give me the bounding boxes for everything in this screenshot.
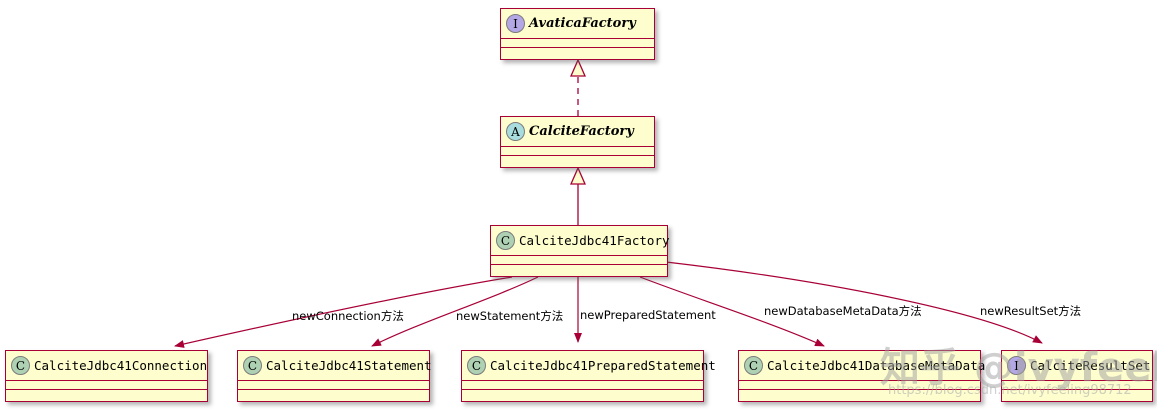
class-stereotype-icon: C <box>243 356 262 375</box>
class-title-row: C CalciteJdbc41Connection <box>6 351 207 381</box>
class-name: AvaticaFactory <box>529 16 636 31</box>
class-title-row: A CalciteFactory <box>501 117 654 147</box>
attributes-compartment <box>501 39 654 48</box>
operations-compartment <box>1002 390 1152 399</box>
class-name: CalciteJdbc41PreparedStatement <box>490 358 716 373</box>
class-box-calcite-jdbc41-factory[interactable]: C CalciteJdbc41Factory <box>490 225 670 277</box>
class-box-calcite-result-set[interactable]: I CalciteResultSet <box>1001 350 1153 402</box>
class-name: CalciteResultSet <box>1030 358 1151 373</box>
interface-stereotype-icon: I <box>1007 356 1026 375</box>
attributes-compartment <box>491 256 667 265</box>
attributes-compartment <box>6 381 207 390</box>
abstract-stereotype-icon: A <box>506 122 525 141</box>
edge-label-new-result-set: newResultSet方法 <box>980 304 1082 318</box>
class-box-calcite-jdbc41-prepared-statement[interactable]: C CalciteJdbc41PreparedStatement <box>461 350 716 402</box>
edge-label-new-connection: newConnection方法 <box>292 309 404 323</box>
class-name: CalciteJdbc41Statement <box>266 358 432 373</box>
class-title-row: C CalciteJdbc41Factory <box>491 226 670 256</box>
class-stereotype-icon: C <box>467 356 486 375</box>
attributes-compartment <box>739 381 980 390</box>
attributes-compartment <box>462 381 703 390</box>
operations-compartment <box>739 390 980 399</box>
class-box-calcite-factory[interactable]: A CalciteFactory <box>500 116 655 168</box>
operations-compartment <box>238 390 429 399</box>
class-name: CalciteFactory <box>529 124 634 139</box>
class-stereotype-icon: C <box>496 231 515 250</box>
class-title-row: I AvaticaFactory <box>501 9 654 39</box>
operations-compartment <box>501 48 654 57</box>
class-box-calcite-jdbc41-connection[interactable]: C CalciteJdbc41Connection <box>5 350 208 402</box>
edge-label-new-database-metadata: newDatabaseMetaData方法 <box>764 304 922 318</box>
edge-label-new-prepared-statement: newPreparedStatement <box>580 308 716 322</box>
class-box-calcite-jdbc41-database-metadata[interactable]: C CalciteJdbc41DatabaseMetaData <box>738 350 985 402</box>
edge-label-new-statement: newStatement方法 <box>456 309 564 323</box>
class-name: CalciteJdbc41DatabaseMetaData <box>767 358 986 373</box>
edge-realization <box>570 58 586 116</box>
class-title-row: C CalciteJdbc41PreparedStatement <box>462 351 716 381</box>
attributes-compartment <box>238 381 429 390</box>
class-stereotype-icon: C <box>11 356 30 375</box>
class-box-avatica-factory[interactable]: I AvaticaFactory <box>500 8 655 60</box>
operations-compartment <box>6 390 207 399</box>
edge-inheritance <box>570 166 586 225</box>
operations-compartment <box>491 265 667 274</box>
class-title-row: I CalciteResultSet <box>1002 351 1152 381</box>
operations-compartment <box>501 156 654 165</box>
interface-stereotype-icon: I <box>506 14 525 33</box>
class-title-row: C CalciteJdbc41DatabaseMetaData <box>739 351 985 381</box>
attributes-compartment <box>1002 381 1152 390</box>
class-box-calcite-jdbc41-statement[interactable]: C CalciteJdbc41Statement <box>237 350 432 402</box>
attributes-compartment <box>501 147 654 156</box>
class-stereotype-icon: C <box>744 356 763 375</box>
operations-compartment <box>462 390 703 399</box>
class-title-row: C CalciteJdbc41Statement <box>238 351 432 381</box>
class-name: CalciteJdbc41Factory <box>519 233 670 248</box>
class-name: CalciteJdbc41Connection <box>34 358 208 373</box>
